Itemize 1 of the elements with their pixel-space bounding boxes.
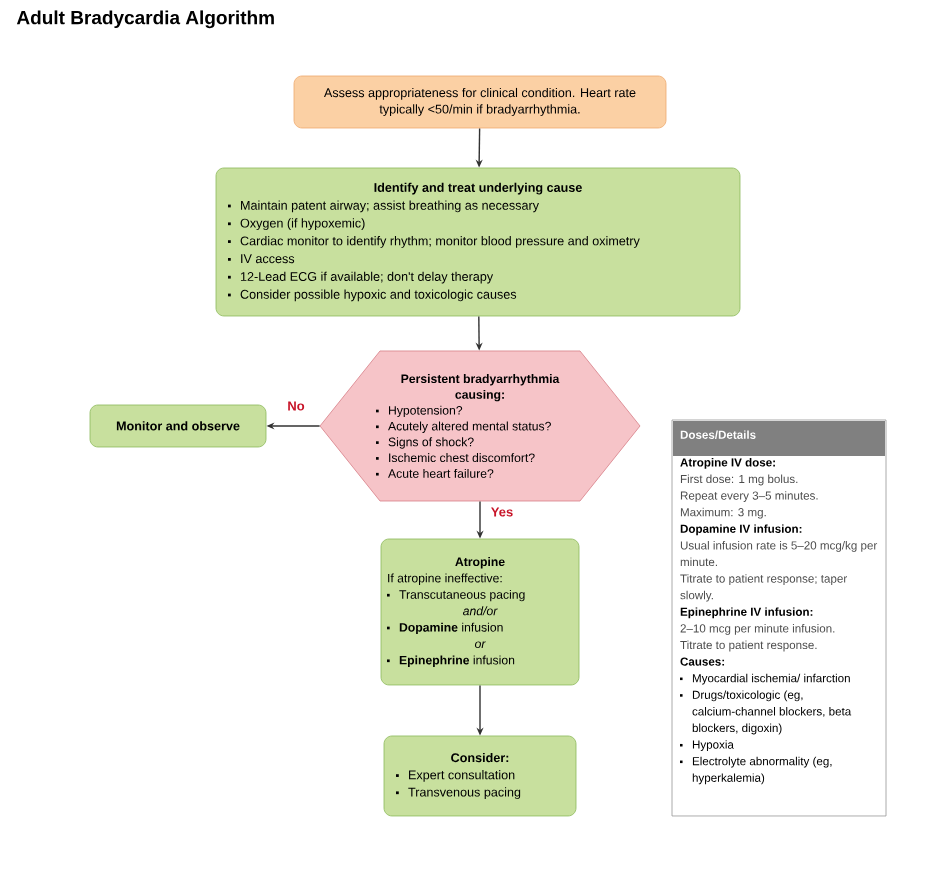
title: Adult Bradycardia Algorithm bbox=[16, 10, 274, 29]
